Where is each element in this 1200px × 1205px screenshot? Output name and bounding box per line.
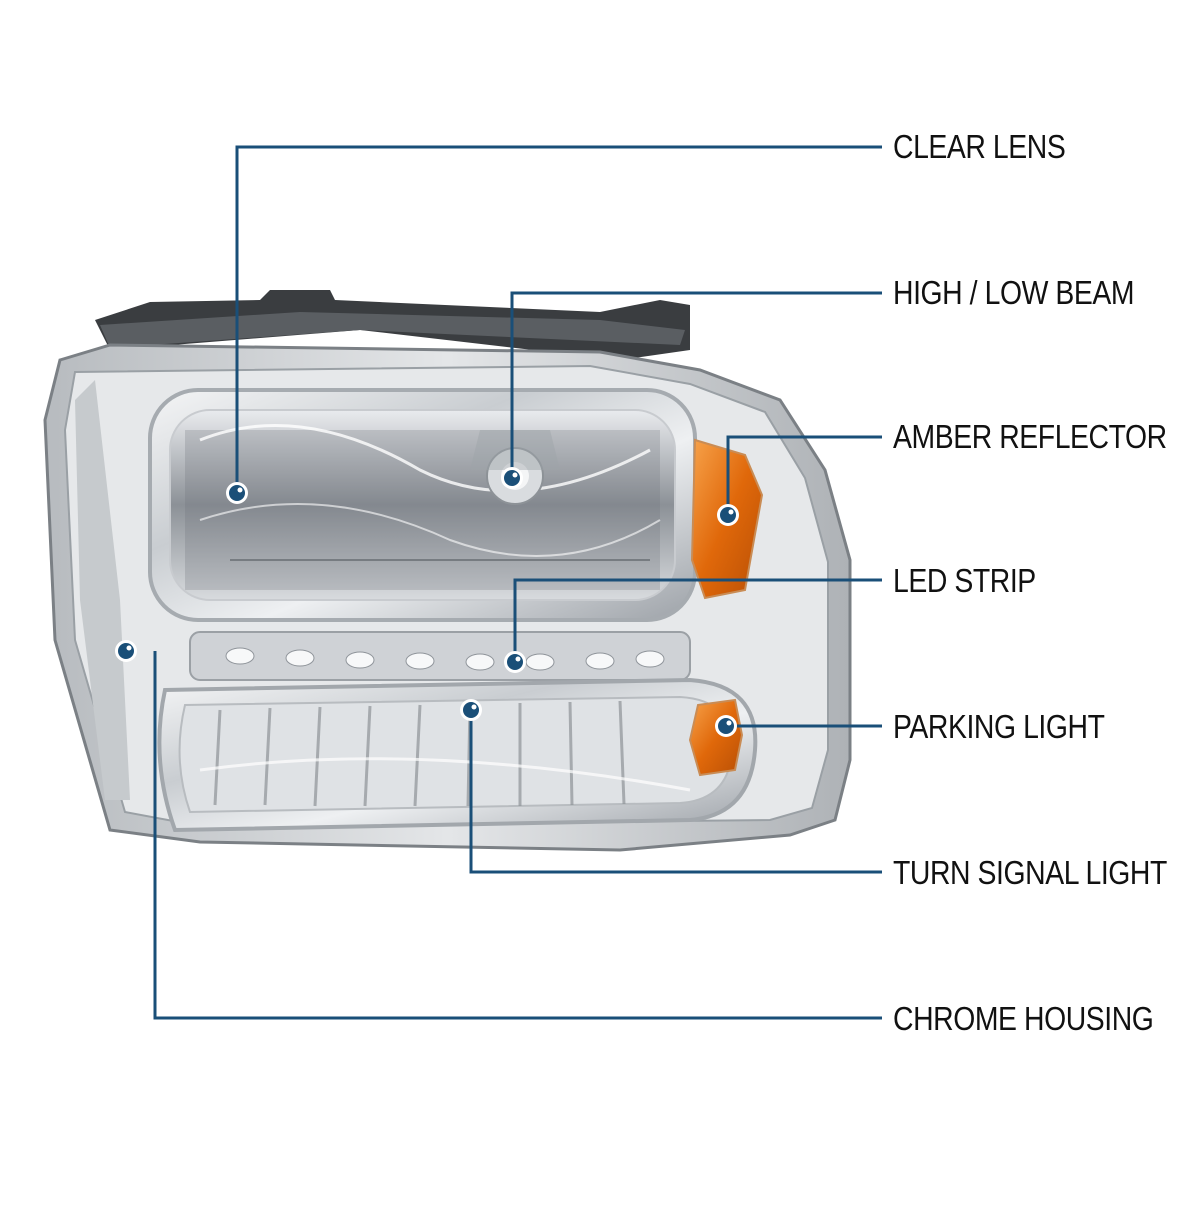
leader-high-low-beam bbox=[510, 291, 882, 478]
leader-led-strip bbox=[513, 578, 882, 662]
marker-led-strip bbox=[504, 651, 526, 673]
label-amber-reflector: AMBER REFLECTOR bbox=[893, 418, 1167, 455]
marker-amber-reflector bbox=[717, 504, 739, 526]
top-housing bbox=[95, 290, 690, 360]
marker-high-low-beam bbox=[501, 467, 523, 489]
label-high-low-beam: HIGH / LOW BEAM bbox=[893, 274, 1135, 311]
callout-markers bbox=[115, 467, 739, 737]
label-led-strip: LED STRIP bbox=[893, 562, 1036, 599]
marker-parking-light bbox=[715, 715, 737, 737]
leader-amber-reflector bbox=[726, 435, 882, 515]
led-strip-shape bbox=[189, 631, 691, 681]
leader-lines bbox=[153, 145, 882, 1020]
label-clear-lens: CLEAR LENS bbox=[893, 128, 1066, 165]
main-reflector bbox=[148, 388, 697, 622]
marker-turn-signal-light bbox=[460, 699, 482, 721]
leader-clear-lens bbox=[235, 145, 882, 493]
label-turn-signal-light: TURN SIGNAL LIGHT bbox=[893, 854, 1167, 891]
turn-signal-shape bbox=[157, 677, 758, 833]
label-parking-light: PARKING LIGHT bbox=[893, 708, 1105, 745]
label-chrome-housing: CHROME HOUSING bbox=[893, 1000, 1154, 1037]
leader-turn-signal-light bbox=[469, 710, 882, 874]
leader-chrome-housing bbox=[153, 651, 882, 1020]
marker-clear-lens bbox=[226, 482, 248, 504]
marker-chrome-housing bbox=[115, 640, 137, 662]
parking-light-shape bbox=[688, 698, 744, 777]
